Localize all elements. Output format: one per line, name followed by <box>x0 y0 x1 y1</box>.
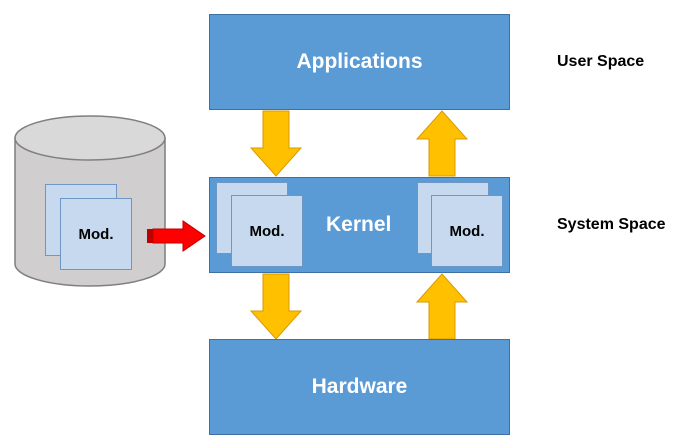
system-space-label: System Space <box>557 216 666 233</box>
kernel-to-apps-arrow <box>415 110 469 177</box>
kernel-label: Kernel <box>326 213 392 236</box>
module-load-arrow <box>147 220 206 252</box>
kernel-to-hardware-arrow <box>249 273 303 340</box>
applications-label: Applications <box>296 50 423 73</box>
hardware-layer: Hardware <box>209 339 510 435</box>
user-space-label: User Space <box>557 53 645 70</box>
kernel-module-right: Mod. <box>431 195 503 267</box>
hardware-to-kernel-arrow <box>415 273 469 340</box>
applications-layer: Applications <box>209 14 510 110</box>
disk-module: Mod. <box>60 198 132 270</box>
hardware-label: Hardware <box>311 375 408 398</box>
kernel-module-left: Mod. <box>231 195 303 267</box>
apps-to-kernel-arrow <box>249 110 303 177</box>
